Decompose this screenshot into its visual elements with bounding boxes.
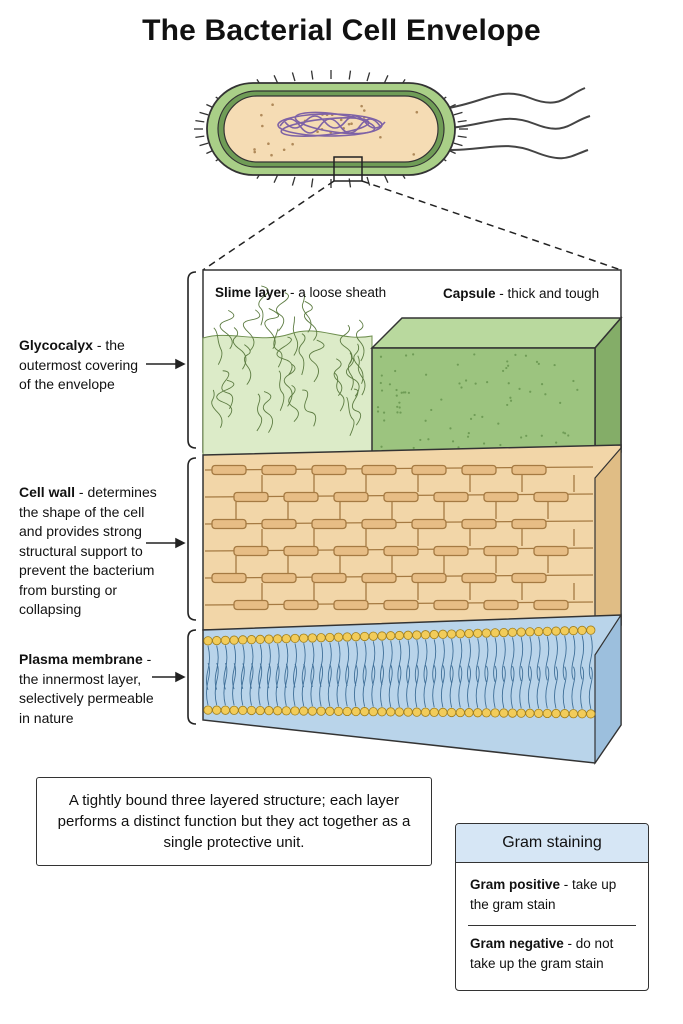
layer-brackets <box>187 271 197 725</box>
page-title: The Bacterial Cell Envelope <box>142 14 541 47</box>
gram-staining-title: Gram staining <box>456 824 648 863</box>
summary-box: A tightly bound three layered structure;… <box>36 777 432 866</box>
capsule-label: Capsule - thick and tough <box>443 286 600 301</box>
cell-wall-block <box>202 444 622 657</box>
plasma-membrane-label: Plasma membrane - the innermost layer, s… <box>19 651 154 726</box>
flagella <box>447 87 591 160</box>
gram-positive-item: Gram positive - take up the gram stain <box>470 877 617 912</box>
gram-negative-item: Gram negative - do not take up the gram … <box>470 936 614 971</box>
nucleoid <box>277 111 386 137</box>
bacterium-illustration <box>194 70 591 188</box>
slime-layer-label: Slime layer - a loose sheath <box>215 285 387 300</box>
gram-staining-box: Gram staining Gram positive - take up th… <box>455 823 649 991</box>
slime-layer-block <box>202 285 373 456</box>
summary-text: A tightly bound three layered structure;… <box>57 792 411 851</box>
gram-divider <box>468 925 636 926</box>
zoom-box <box>333 156 363 182</box>
plasma-membrane-block <box>202 612 622 765</box>
glycocalyx-label: Glycocalyx - the outermost covering of t… <box>19 337 139 392</box>
cell-wall-label: Cell wall - determines the shape of the … <box>19 484 157 617</box>
bacterium-cytoplasm <box>223 95 439 163</box>
label-arrows <box>146 358 186 683</box>
